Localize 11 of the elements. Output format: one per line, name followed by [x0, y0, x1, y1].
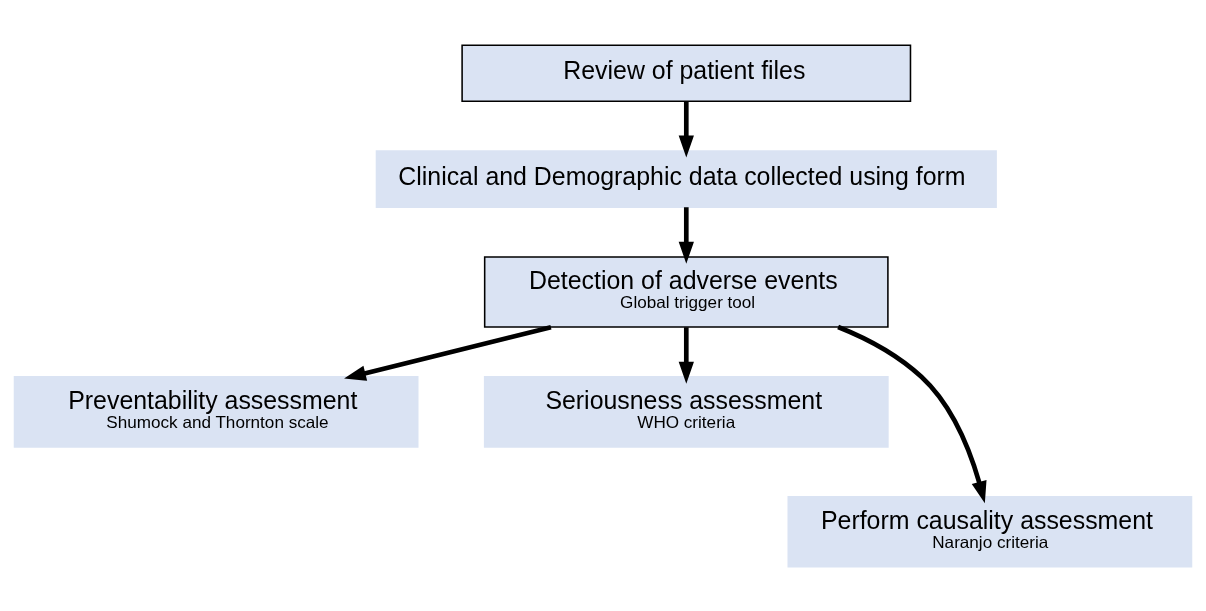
node-box: Seriousness assessment WHO criteria	[483, 375, 889, 448]
node-box: Perform causality assessment Naranjo criteria	[787, 495, 1193, 568]
arrow	[678, 326, 694, 384]
node-box: Detection of adverse events Global trigger tool	[483, 255, 889, 328]
arrow	[344, 324, 552, 381]
arrow	[837, 324, 987, 503]
node-box: Preventability assessment Shumock and Thornton scale	[13, 375, 419, 448]
arrow	[678, 101, 694, 157]
node-box: Clinical and Demographic data collected using form	[375, 149, 997, 208]
node-box: Review of patient files	[461, 43, 912, 102]
arrow	[678, 206, 694, 264]
